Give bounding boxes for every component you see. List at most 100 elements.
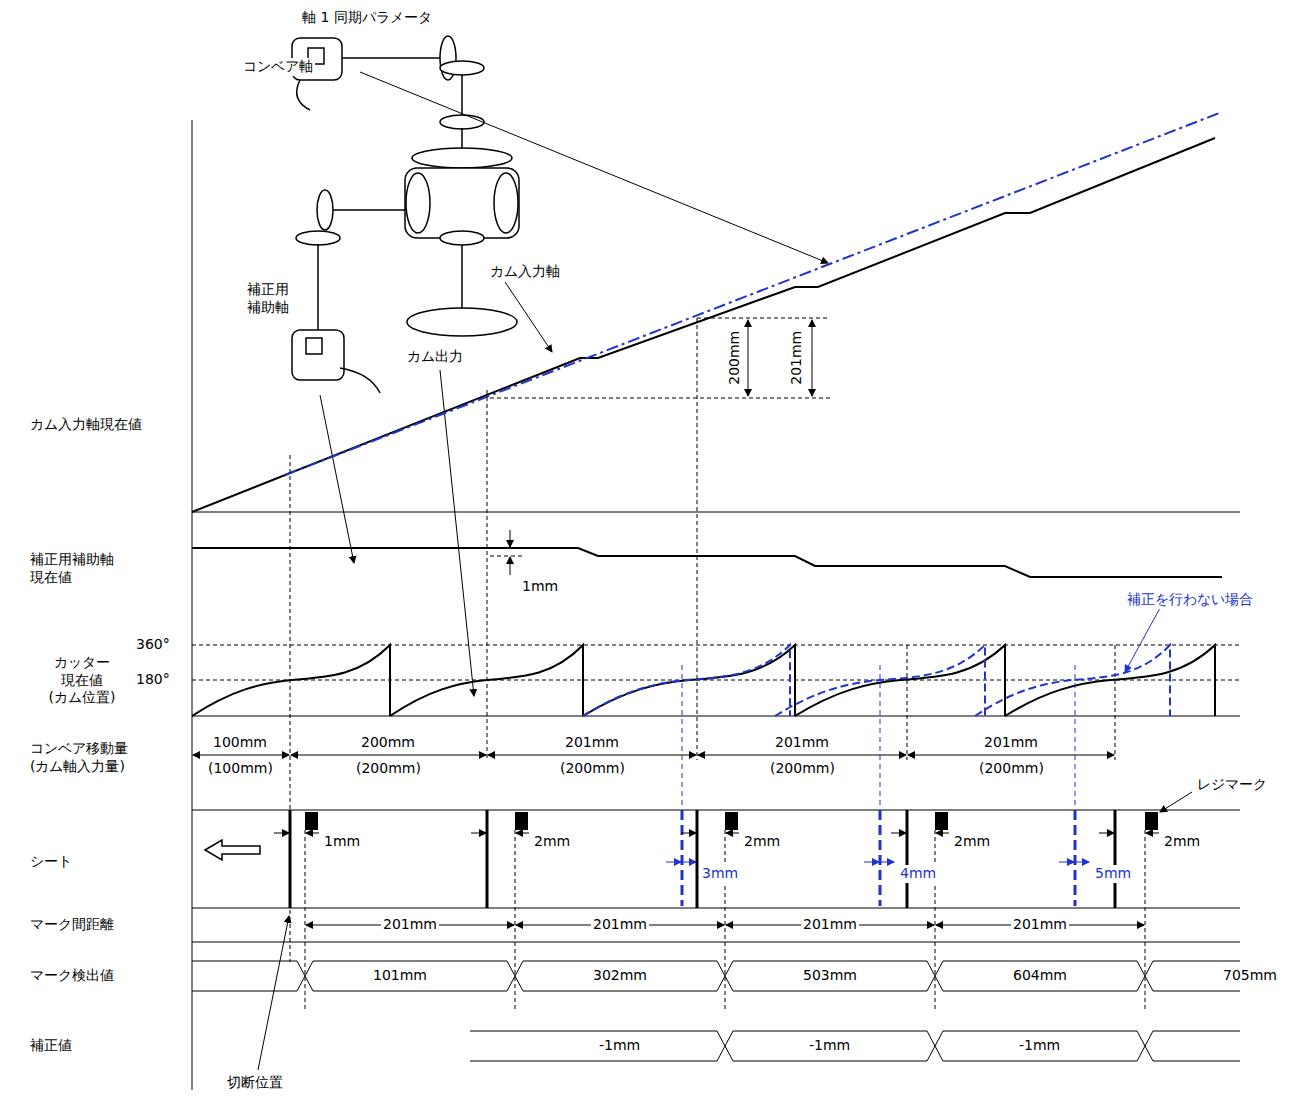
bus-line xyxy=(1153,991,1240,992)
bus-line xyxy=(943,1061,1137,1062)
bus-line xyxy=(943,991,1137,992)
dimension-arrow xyxy=(488,755,696,756)
chart-label: (200mm) xyxy=(354,760,423,778)
chart-label: 705mm xyxy=(1221,967,1279,985)
mark-line xyxy=(305,830,306,1010)
uncorrected-cut xyxy=(1074,810,1077,906)
dimension-arrow xyxy=(291,755,486,756)
gap-arrow xyxy=(682,862,696,863)
bus-transition xyxy=(297,961,313,991)
chart-label: 2mm xyxy=(1162,833,1202,851)
bus-transition xyxy=(1137,961,1153,991)
chart-label: 201mm xyxy=(788,329,806,387)
chart-label: 302mm xyxy=(591,967,649,985)
chart-label: 200mm xyxy=(726,329,744,387)
chart-title: 軸 1 同期パラメータ xyxy=(300,9,434,27)
chart-label: カッター 現在値 (カム位置) xyxy=(38,654,126,707)
bus-transition xyxy=(927,961,943,991)
cam-curve xyxy=(1005,645,1215,716)
gap-arrow xyxy=(936,833,949,834)
uncorrected-cut xyxy=(682,665,683,805)
chart-label: 1mm xyxy=(322,833,362,851)
gap-arrow xyxy=(306,833,319,834)
chart-label: 3mm xyxy=(700,865,740,883)
chart-label: マーク検出値 xyxy=(28,967,116,985)
uncorrected-cut xyxy=(879,810,882,906)
bus-transition xyxy=(297,961,313,991)
bus-transition xyxy=(927,1031,943,1061)
dimension-arrow xyxy=(698,755,906,756)
chart-label: 100mm xyxy=(211,734,269,752)
chart-label: 201mm xyxy=(801,916,859,934)
bus-line xyxy=(470,1061,717,1062)
bus-line xyxy=(192,991,297,992)
chart-label: レジマーク xyxy=(1195,776,1269,794)
cut-line xyxy=(486,810,489,908)
chart-label: カム入力軸現在値 xyxy=(28,416,144,434)
chart-label: コンベア移動量 (カム軸入力量) xyxy=(28,740,147,775)
register-mark xyxy=(725,812,738,830)
gap-arrow xyxy=(864,862,879,863)
uncorrected-cut xyxy=(1075,665,1076,805)
gap-arrow xyxy=(666,862,681,863)
gap-arrow xyxy=(1099,833,1114,834)
bus-transition xyxy=(717,961,733,991)
bus-line xyxy=(1153,1061,1240,1062)
gap-arrow xyxy=(880,862,894,863)
register-mark xyxy=(515,812,528,830)
chart-label: -1mm xyxy=(597,1037,642,1055)
gap-arrow xyxy=(274,833,289,834)
chart-label: 180° xyxy=(134,671,172,689)
gap-arrow xyxy=(471,833,486,834)
bus-transition xyxy=(717,961,733,991)
bus-line xyxy=(733,1061,927,1062)
bus-line xyxy=(523,961,717,962)
chart-label: 503mm xyxy=(801,967,859,985)
register-mark xyxy=(1145,812,1158,830)
chart-label: (200mm) xyxy=(558,760,627,778)
chart-label: コンベア軸 xyxy=(241,58,315,76)
chart-label: 201mm xyxy=(591,916,649,934)
dimension-arrow xyxy=(193,755,289,756)
chart-label: 2mm xyxy=(742,833,782,851)
bus-transition xyxy=(927,961,943,991)
chart-label: 201mm xyxy=(1011,916,1069,934)
chart-label: 補正用 補助軸 xyxy=(241,281,295,316)
bus-line xyxy=(943,1031,1137,1032)
chart-label: シート xyxy=(28,853,74,871)
chart-label: 切断位置 xyxy=(225,1074,285,1092)
chart-label: 4mm xyxy=(898,865,938,883)
bus-transition xyxy=(1137,961,1153,991)
register-mark xyxy=(305,812,318,830)
chart-label: 1mm xyxy=(520,578,560,596)
chart-label: マーク間距離 xyxy=(28,916,116,934)
chart-label: 201mm xyxy=(563,734,621,752)
chart-label: 2mm xyxy=(952,833,992,851)
chart-label: (200mm) xyxy=(768,760,837,778)
chart-label: -1mm xyxy=(1017,1037,1062,1055)
chart-label: 2mm xyxy=(532,833,572,851)
cut-line xyxy=(696,810,699,908)
gap-arrow xyxy=(891,833,906,834)
bus-line xyxy=(733,991,927,992)
chart-label: 604mm xyxy=(1011,967,1069,985)
mark-line xyxy=(1145,830,1146,1010)
cam-curve xyxy=(975,645,1170,716)
cut-line xyxy=(289,810,292,908)
register-mark xyxy=(935,812,948,830)
chart-label: 201mm xyxy=(381,916,439,934)
cut-line xyxy=(1114,810,1117,908)
bus-transition xyxy=(717,1031,733,1061)
mark-line xyxy=(725,830,726,1010)
cam-curve xyxy=(192,645,390,716)
gap-arrow xyxy=(1146,833,1159,834)
chart-label: 補正値 xyxy=(28,1037,74,1055)
chart-label: (200mm) xyxy=(977,760,1046,778)
cut-line xyxy=(906,810,909,908)
gap-arrow xyxy=(1075,862,1089,863)
cam-curve xyxy=(583,645,790,716)
bus-transition xyxy=(717,1031,733,1061)
gap-arrow xyxy=(516,833,529,834)
gap-arrow xyxy=(726,833,739,834)
